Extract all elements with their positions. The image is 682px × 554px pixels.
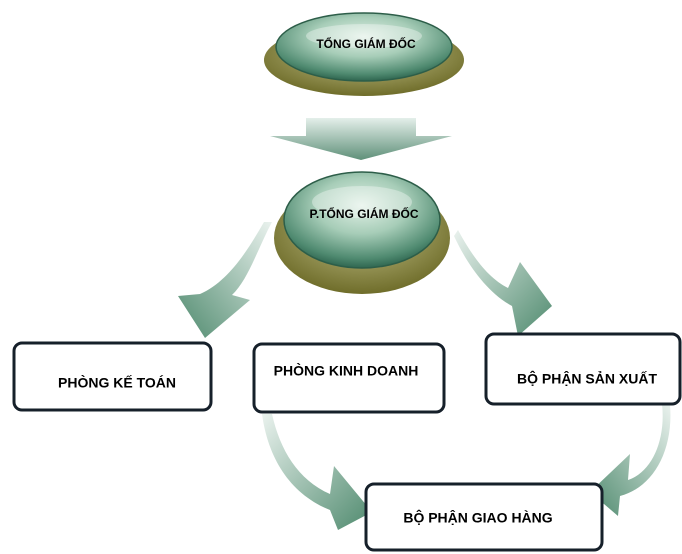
delivery-box: BỘ PHẬN GIAO HÀNG [364,482,604,552]
arrow-production-to-delivery [590,404,671,516]
production-label: BỘ PHẬN SẢN XUẤT [517,370,657,387]
arrow-to-accounting [178,222,272,338]
ceo-node: TỔNG GIÁM ĐỐC [264,12,464,96]
production-box: BỘ PHẬN SẢN XUẤT [484,332,682,406]
deputy-node: P.TỔNG GIÁM ĐỐC [274,171,450,294]
arrow-to-production [454,230,552,336]
down-arrow [270,118,452,160]
delivery-label: BỘ PHẬN GIAO HÀNG [403,509,552,526]
ceo-label: TỔNG GIÁM ĐỐC [316,36,416,51]
sales-box: PHÒNG KINH DOANH [252,342,446,414]
accounting-label: PHÒNG KẾ TOÁN [58,374,176,391]
accounting-box: PHÒNG KẾ TOÁN [12,341,213,412]
arrow-sales-to-delivery [262,414,372,530]
deputy-label: P.TỔNG GIÁM ĐỐC [309,206,418,221]
sales-label: PHÒNG KINH DOANH [274,362,419,379]
